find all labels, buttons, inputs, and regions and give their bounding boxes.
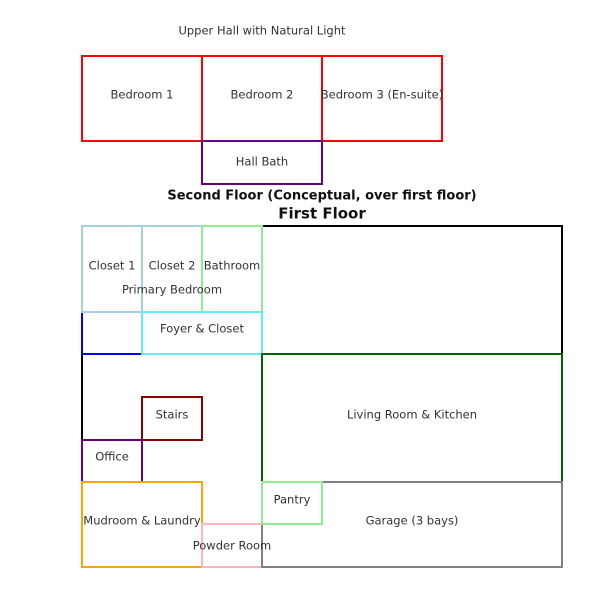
powder-label: Powder Room [193, 539, 271, 553]
room-bedroom-3 [321, 55, 443, 142]
office-label: Office [95, 450, 129, 464]
living-label: Living Room & Kitchen [347, 408, 477, 422]
garage-label: Garage (3 bays) [366, 514, 459, 528]
first-floor-title: First Floor [278, 205, 366, 223]
bathroom-label: Bathroom [204, 259, 260, 273]
bedroom-1-label: Bedroom 1 [111, 88, 174, 102]
room-pantry [261, 481, 323, 525]
closet-1-label: Closet 1 [89, 259, 136, 273]
room-stairs [141, 396, 203, 441]
stairs-label: Stairs [156, 408, 189, 422]
closet-2-label: Closet 2 [149, 259, 196, 273]
foyer-label: Foyer & Closet [160, 322, 244, 336]
primary-bedroom-label: Primary Bedroom [122, 283, 222, 297]
upper-hall-label: Upper Hall with Natural Light [178, 24, 346, 38]
bedroom-3-label: Bedroom 3 (En-suite) [321, 88, 443, 102]
room-hall-bath [201, 140, 323, 185]
second-floor-title: Second Floor (Conceptual, over first flo… [167, 189, 476, 204]
pantry-label: Pantry [274, 493, 311, 507]
room-foyer [141, 311, 263, 355]
bedroom-2-label: Bedroom 2 [231, 88, 294, 102]
hall-bath-label: Hall Bath [236, 155, 288, 169]
mudroom-label: Mudroom & Laundry [83, 514, 201, 528]
